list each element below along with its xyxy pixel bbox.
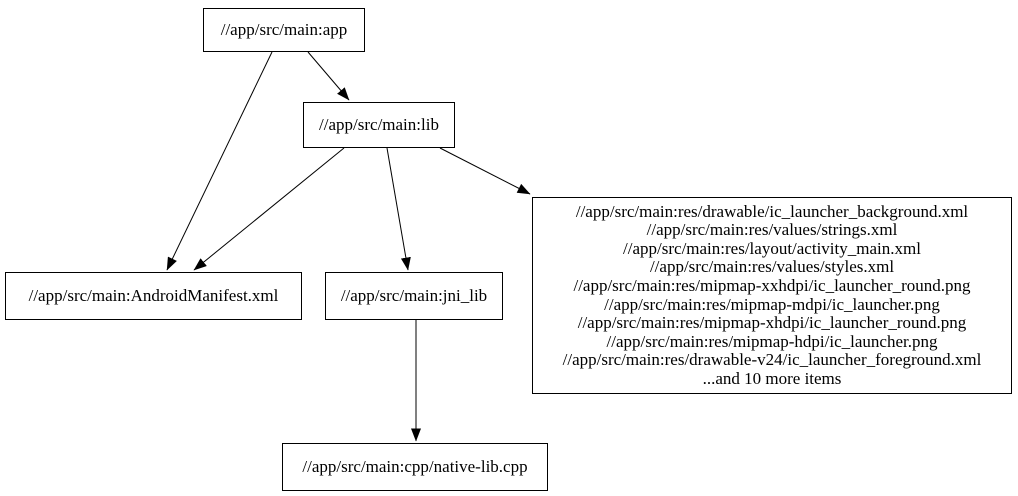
edge-app-to-manifest (166, 51, 273, 271)
node-jni-lib-label: //app/src/main:jni_lib (340, 285, 488, 305)
graph-node-res-group: //app/src/main:res/drawable/ic_launcher_… (532, 197, 1012, 394)
graph-node-lib: //app/src/main:lib (303, 102, 455, 148)
node-manifest-label: //app/src/main:AndroidManifest.xml (28, 285, 279, 305)
graph-node-native-lib-cpp: //app/src/main:cpp/native-lib.cpp (282, 443, 548, 491)
res-group-line: //app/src/main:res/mipmap-mdpi/ic_launch… (604, 294, 940, 314)
graph-node-jni-lib: //app/src/main:jni_lib (325, 272, 503, 320)
node-app-label: //app/src/main:app (220, 19, 348, 39)
res-group-line: //app/src/main:res/mipmap-xhdpi/ic_launc… (577, 313, 967, 333)
graph-node-app: //app/src/main:app (203, 8, 365, 52)
node-lib-label: //app/src/main:lib (319, 114, 439, 134)
node-native-lib-label: //app/src/main:cpp/native-lib.cpp (302, 456, 528, 476)
res-group-line: //app/src/main:res/drawable-v24/ic_launc… (562, 350, 982, 370)
edge-lib-to-res-group (439, 147, 531, 195)
res-group-line: //app/src/main:res/mipmap-hdpi/ic_launch… (606, 331, 938, 351)
res-group-line: //app/src/main:res/drawable/ic_launcher_… (575, 201, 969, 221)
res-group-line: //app/src/main:res/values/styles.xml (649, 257, 895, 277)
res-group-line: //app/src/main:res/values/strings.xml (646, 220, 898, 240)
edge-lib-to-manifest (193, 147, 345, 271)
edge-app-to-lib (307, 51, 350, 101)
res-group-line: //app/src/main:res/mipmap-xxhdpi/ic_laun… (573, 275, 971, 295)
graph-node-android-manifest: //app/src/main:AndroidManifest.xml (5, 272, 302, 320)
res-group-line: //app/src/main:res/layout/activity_main.… (623, 238, 921, 258)
edge-lib-to-jni-lib (386, 147, 411, 271)
res-group-more-items: ...and 10 more items (702, 368, 842, 388)
